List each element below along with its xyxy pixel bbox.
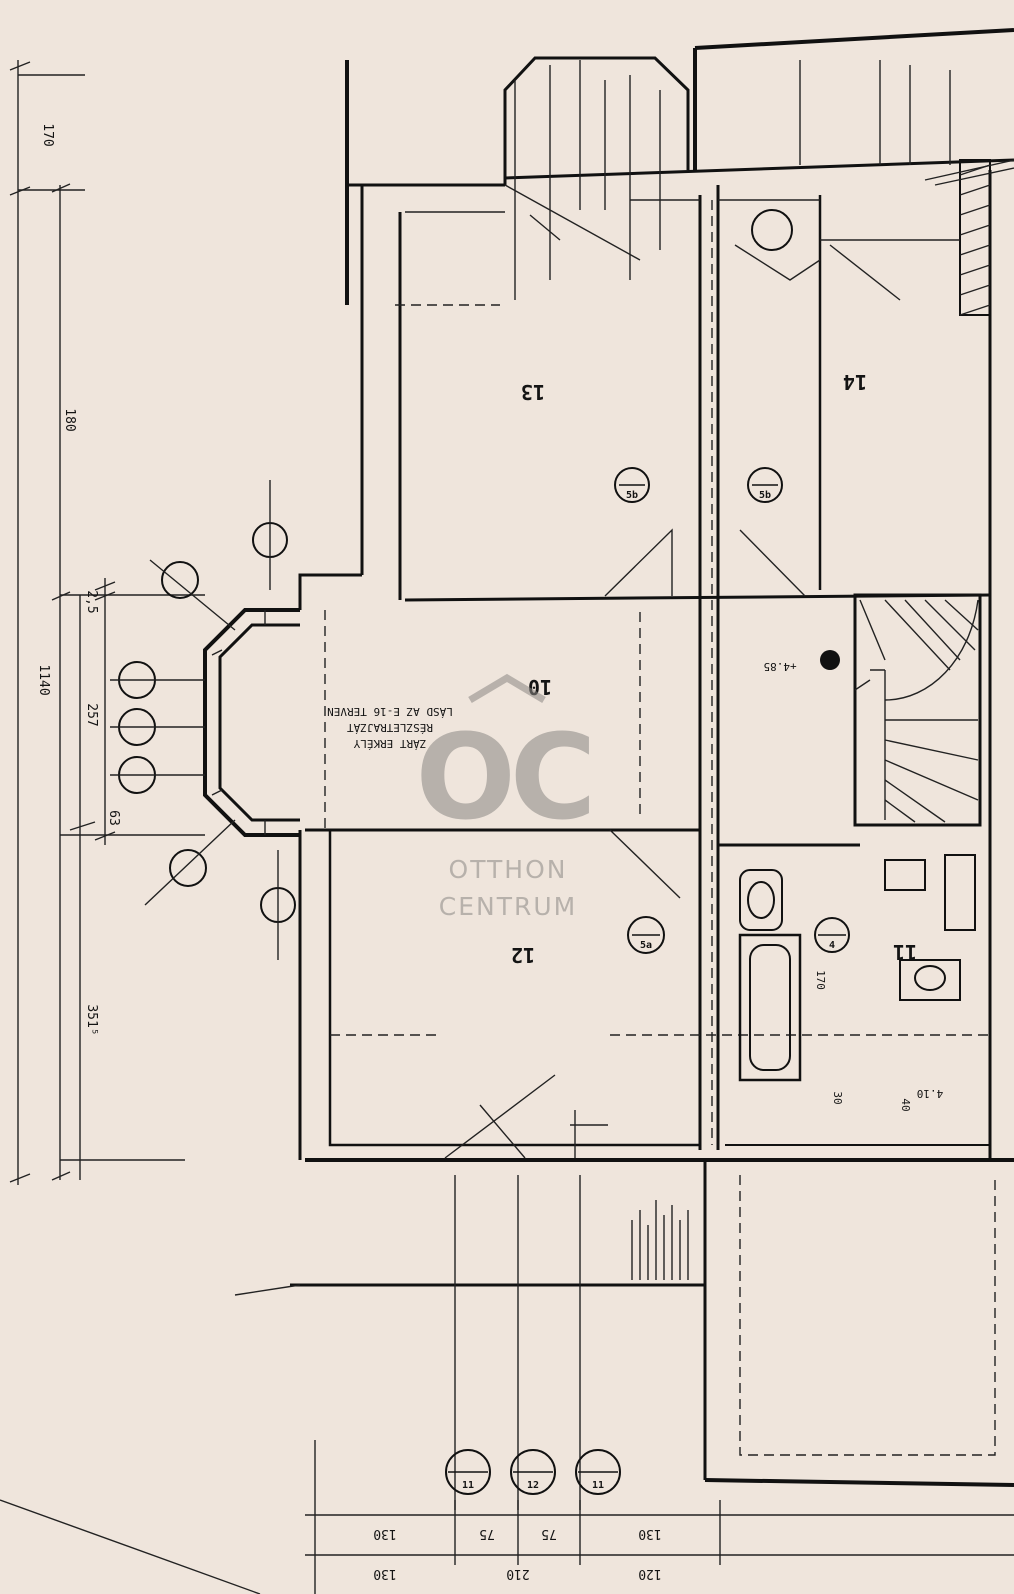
room-label-13: 13 — [521, 380, 545, 404]
dimension-130-right: 130 — [638, 1526, 661, 1541]
dimension-257: 257 — [84, 703, 99, 726]
bath-dimension-170: 170 — [814, 970, 827, 990]
section-marker-11-left: 11 — [445, 1449, 491, 1495]
house-roof-icon — [468, 673, 546, 704]
section-label: 5a — [640, 940, 652, 951]
upper-detail-lines — [514, 60, 951, 300]
bottom-dimension-lines — [0, 1175, 1014, 1594]
balcony-note-line-3: LÁSD AZ E-16 TERVEN — [327, 705, 453, 718]
dimension-4-10: 4.10 — [917, 1087, 944, 1100]
room-label-12: 12 — [511, 943, 535, 967]
door-swings — [444, 184, 901, 1159]
notes: ZÁRT ERKÉLY RÉSZLETRAJZÁT LÁSD AZ E-16 T… — [327, 660, 943, 1112]
left-dimension-lines — [9, 60, 205, 1185]
dimension-40: 40 — [899, 1098, 912, 1111]
section-marker-5b-b: 5b — [747, 467, 783, 503]
section-marker-5b-a: 5b — [614, 467, 650, 503]
section-marker-5a: 5a — [627, 916, 665, 954]
section-marker-12: 12 — [510, 1449, 556, 1495]
section-label: 4 — [829, 940, 835, 951]
section-markers: 5b 5b 5a 4 11 12 11 — [110, 209, 850, 1495]
section-label: 11 — [462, 1480, 474, 1491]
dimension-75-b: 75 — [541, 1526, 557, 1541]
room-labels: 13 14 10 12 11 — [511, 370, 917, 967]
dashed-lines — [324, 200, 996, 1456]
dimension-180: 180 — [62, 408, 77, 431]
section-label: 11 — [592, 1480, 604, 1491]
dimension-351: 351⁵ — [84, 1004, 99, 1035]
bath-dimension-30: 30 — [831, 1091, 844, 1104]
enclosed-balcony — [203, 608, 300, 837]
dimension-130-top: 130 — [373, 1526, 396, 1541]
watermark-line-2: CENTRUM — [439, 892, 577, 921]
dimension-1140: 1140 — [36, 664, 51, 695]
dimension-130-bottom: 130 — [373, 1566, 396, 1581]
photocopy-noise — [0, 0, 720, 1100]
bottom-dimension-texts: 130 75 75 130 130 210 120 — [373, 1526, 661, 1581]
hatched-wall — [924, 159, 1014, 316]
dimension-2-5: 2,5 — [84, 590, 99, 613]
section-label: 12 — [527, 1480, 539, 1491]
staircase — [853, 593, 982, 827]
watermark-line-1: OTTHON — [449, 855, 568, 884]
room-label-11: 11 — [893, 940, 917, 964]
heater-hatch — [631, 1200, 689, 1280]
section-label: 5b — [626, 490, 638, 501]
watermark-logo-text: OC — [416, 708, 591, 846]
exterior-walls — [290, 28, 1014, 1487]
dimension-63: 63 — [106, 810, 121, 826]
dimension-210: 210 — [506, 1566, 529, 1581]
dimension-75-a: 75 — [479, 1526, 495, 1541]
bathroom-fixtures — [738, 854, 976, 1082]
balcony-note-line-1: ZÁRT ERKÉLY — [353, 737, 426, 750]
section-label: 5b — [759, 490, 771, 501]
section-marker-4: 4 — [814, 917, 850, 953]
dimension-120: 120 — [638, 1566, 661, 1581]
otthon-centrum-watermark: OC OTTHON CENTRUM — [416, 673, 596, 921]
section-marker-11-right: 11 — [575, 1449, 621, 1495]
level-mark: +4.85 — [763, 660, 796, 673]
left-dimension-texts: 170 180 1140 2,5 257 63 351⁵ — [36, 123, 121, 1035]
room-label-14: 14 — [843, 370, 867, 394]
balcony-note-line-2: RÉSZLETRAJZÁT — [347, 721, 433, 734]
dimension-170: 170 — [40, 123, 55, 146]
